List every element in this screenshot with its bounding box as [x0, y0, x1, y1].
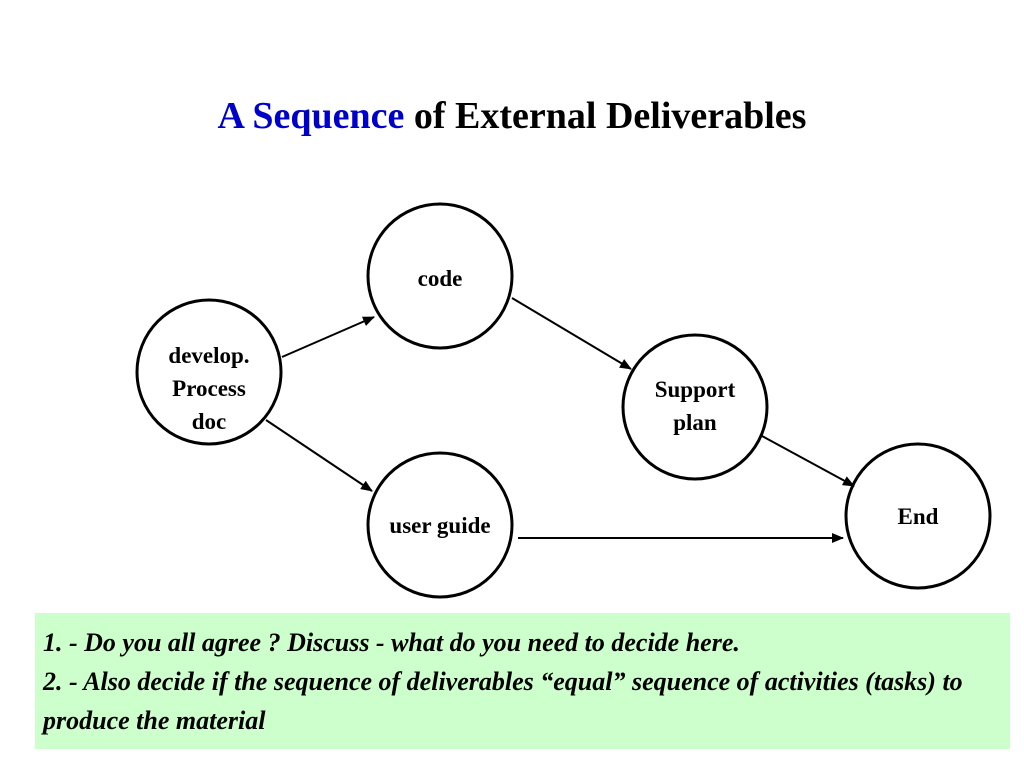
- edge-develop-to-userguide: [265, 419, 373, 492]
- node-support-line1: Support: [654, 377, 736, 402]
- edge-code-to-support: [511, 297, 632, 370]
- note-item-2: 2. - Also decide if the sequence of deli…: [43, 667, 963, 735]
- discussion-notes: 1. - Do you all agree ? Discuss - what d…: [35, 613, 1010, 749]
- node-develop-label: develop. Process doc: [149, 339, 269, 438]
- node-end-circle: [844, 442, 992, 590]
- node-code-circle: [366, 202, 514, 350]
- node-develop-line3: doc: [191, 409, 227, 434]
- note-item-1: 1. - Do you all agree ? Discuss - what d…: [43, 628, 740, 657]
- node-support-label: Support plan: [635, 373, 755, 439]
- node-userguide-label: user guide: [389, 513, 491, 538]
- edge-support-to-end: [761, 435, 855, 487]
- title-rest: of External Deliverables: [413, 95, 807, 137]
- node-support-line2: plan: [673, 410, 717, 435]
- node-code-label: code: [417, 266, 463, 291]
- node-support-circle: [621, 333, 769, 481]
- slide-title: A Sequence of External Deliverables: [0, 94, 1024, 138]
- edge-develop-to-code: [281, 316, 375, 358]
- node-develop-line1: develop.: [168, 343, 250, 368]
- node-develop-circle: [135, 298, 283, 446]
- node-develop-line2: Process: [172, 376, 246, 401]
- node-userguide-circle: [366, 451, 514, 599]
- title-accent: A Sequence: [217, 95, 405, 137]
- node-end-label: End: [897, 504, 939, 529]
